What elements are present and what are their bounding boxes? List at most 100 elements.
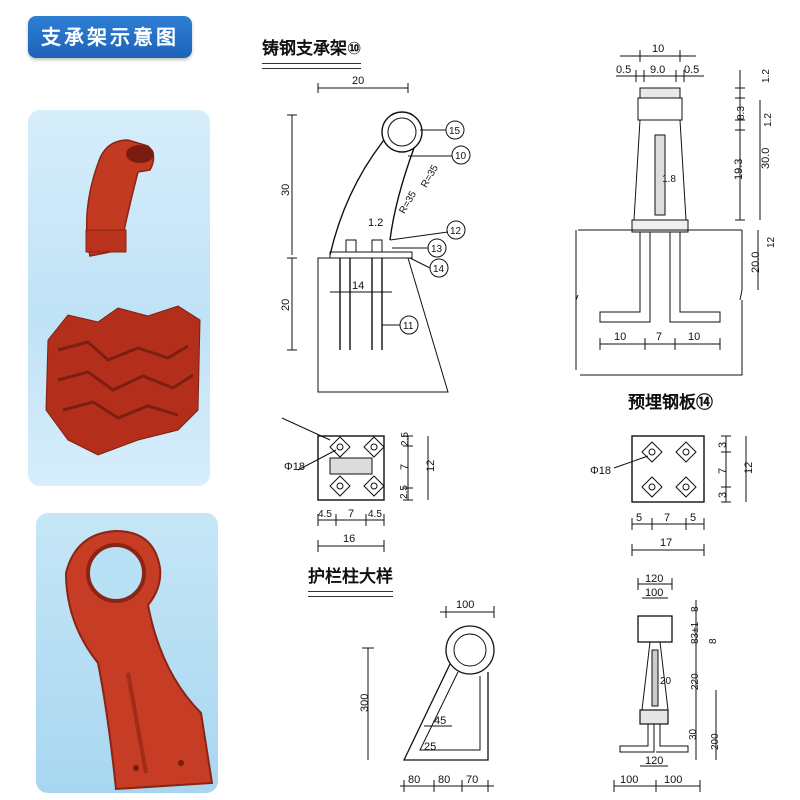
dim-top-120: 120 xyxy=(645,573,663,585)
bracket-side-view: 20 30 20 14 R=35 R=35 1.2 15 10 12 13 14… xyxy=(280,75,471,393)
dim-bottom-mid: 7 xyxy=(656,331,662,343)
dim-e-r-7: 7 xyxy=(717,468,729,474)
dim-r-7: 7 xyxy=(399,464,411,470)
dim-upper-height: 30 xyxy=(280,184,292,196)
heading-railing-post-text: 护栏柱大样 xyxy=(308,567,393,587)
dim-e-b-5a: 5 xyxy=(636,512,642,524)
dim-b-16: 16 xyxy=(343,533,355,545)
heading-embedded-plate: 预埋钢板⑭ xyxy=(628,388,713,413)
bolt-hole-symbols xyxy=(329,436,385,497)
callout-11: 11 xyxy=(403,321,414,332)
base-plate-hole-label: Φ18 xyxy=(284,461,305,473)
title-text: 支承架示意图 xyxy=(41,25,179,49)
dim-anchor-spacing: 14 xyxy=(352,280,364,292)
dim-e-b-17: 17 xyxy=(660,537,672,549)
dim-b-70: 70 xyxy=(466,774,478,786)
dim-e-r-12: 12 xyxy=(743,462,755,474)
dim-r-220: 220 xyxy=(690,673,701,690)
embedded-hole-label: Φ18 xyxy=(590,465,611,477)
single-bracket-casting xyxy=(85,139,155,257)
dim-e-b-5b: 5 xyxy=(690,512,696,524)
dim-top-100: 100 xyxy=(645,587,663,599)
railing-tube-circle xyxy=(381,111,423,153)
dim-web-thickness: 1.8 xyxy=(662,174,676,185)
railing-tube-inner xyxy=(387,117,417,147)
heading-railing-post: 护栏柱大样 xyxy=(308,562,393,597)
heading-cast-steel-bracket-text: 铸钢支承架⑩ xyxy=(262,39,362,59)
dim-b-4-5a: 4.5 xyxy=(318,509,332,520)
callout-14: 14 xyxy=(433,264,445,275)
dim-r-20-0: 20.0 xyxy=(750,252,762,273)
web-hatch xyxy=(654,134,666,216)
dim-r-2-5a: 2.5 xyxy=(400,432,411,446)
dim-45: 45 xyxy=(434,715,446,727)
dim-b-7: 7 xyxy=(348,508,354,520)
dim-bottom-left: 10 xyxy=(614,331,626,343)
dim-r-8b: 8 xyxy=(708,638,719,644)
dim-r-2-5b: 2.5 xyxy=(399,485,410,499)
dim-25: 25 xyxy=(424,741,436,753)
bracket-outer-arc xyxy=(329,139,385,256)
dim-left-gap: 0.5 xyxy=(616,64,631,76)
railing-post-side: 100 300 45 25 80 80 70 xyxy=(359,599,495,792)
title-badge: 支承架示意图 xyxy=(28,16,192,58)
callout-bubbles: 15 10 12 13 14 11 xyxy=(382,120,471,335)
dim-radius-outer: R=35 xyxy=(419,163,441,190)
dim-right-gap: 0.5 xyxy=(684,64,699,76)
dim-e-r-3b: 3 xyxy=(717,492,729,498)
dim-post-top: 100 xyxy=(456,599,474,611)
dim-r-12-base: 12 xyxy=(425,460,437,472)
dim-b-100a: 100 xyxy=(620,774,638,786)
casting-photo-stack xyxy=(28,110,210,486)
base-plate-outline xyxy=(317,435,385,501)
dim-r-1-2b: 1.2 xyxy=(763,113,774,127)
callout-10: 10 xyxy=(455,151,467,162)
dim-e-r-3a: 3 xyxy=(717,442,729,448)
embedded-plate-outline xyxy=(631,435,705,503)
dim-post-height: 300 xyxy=(359,694,371,712)
dim-r-19-3: 19.3 xyxy=(733,159,745,180)
anchor-nuts xyxy=(345,239,383,253)
dim-r-30-0: 30.0 xyxy=(760,148,772,169)
post-base-block xyxy=(639,709,669,725)
anchor-leg-right xyxy=(669,232,721,323)
stacked-castings xyxy=(45,305,201,456)
dim-r-30: 30 xyxy=(688,728,699,740)
dim-r-83: 83±1 xyxy=(690,621,701,644)
bracket-inner-arc xyxy=(389,147,415,241)
dim-thickness: 1.2 xyxy=(368,217,383,229)
post-tube-inner xyxy=(453,633,487,667)
dim-bottom-right: 10 xyxy=(688,331,700,343)
dim-b-4-5b: 4.5 xyxy=(368,509,382,520)
base-plate-plan: Φ18 2.5 7 2.5 12 4.5 7 4.5 16 xyxy=(281,417,437,552)
dim-b-80b: 80 xyxy=(438,774,450,786)
dim-r-200: 200 xyxy=(710,733,721,750)
dim-r-8-3: 8.3 xyxy=(736,106,747,120)
embedded-plate-plan: Φ18 3 7 3 12 5 7 5 17 xyxy=(590,435,755,556)
post-tube-outer xyxy=(445,625,495,675)
callout-12: 12 xyxy=(450,226,462,237)
callout-15: 15 xyxy=(449,126,461,137)
dim-r-1-2a: 1.2 xyxy=(761,69,772,83)
bracket-base-plate xyxy=(329,251,413,259)
post-body-outline xyxy=(402,663,489,761)
anchor-leg-left xyxy=(599,232,651,323)
callout-13: 13 xyxy=(431,244,443,255)
embedded-bolt-holes xyxy=(641,441,697,498)
top-cap xyxy=(639,87,681,99)
dim-b-100b: 100 xyxy=(664,774,682,786)
heading-cast-steel-bracket: 铸钢支承架⑩ xyxy=(262,34,362,69)
dim-b-120: 120 xyxy=(645,755,663,767)
top-block xyxy=(637,97,683,121)
dim-lower-height: 20 xyxy=(280,299,292,311)
dim-e-b-7: 7 xyxy=(664,512,670,524)
dim-r-12: 12 xyxy=(766,236,777,248)
heading-embedded-plate-text: 预埋钢板⑭ xyxy=(628,393,713,413)
post-top-block xyxy=(637,615,673,643)
railing-post-front: 120 100 8 83±1 8 20 220 30 200 120 100 1… xyxy=(613,573,721,792)
dim-middle: 9.0 xyxy=(650,64,665,76)
dim-web-20: 20 xyxy=(660,676,672,687)
post-anchor-legs xyxy=(619,724,689,753)
dim-top-width: 20 xyxy=(352,75,364,87)
